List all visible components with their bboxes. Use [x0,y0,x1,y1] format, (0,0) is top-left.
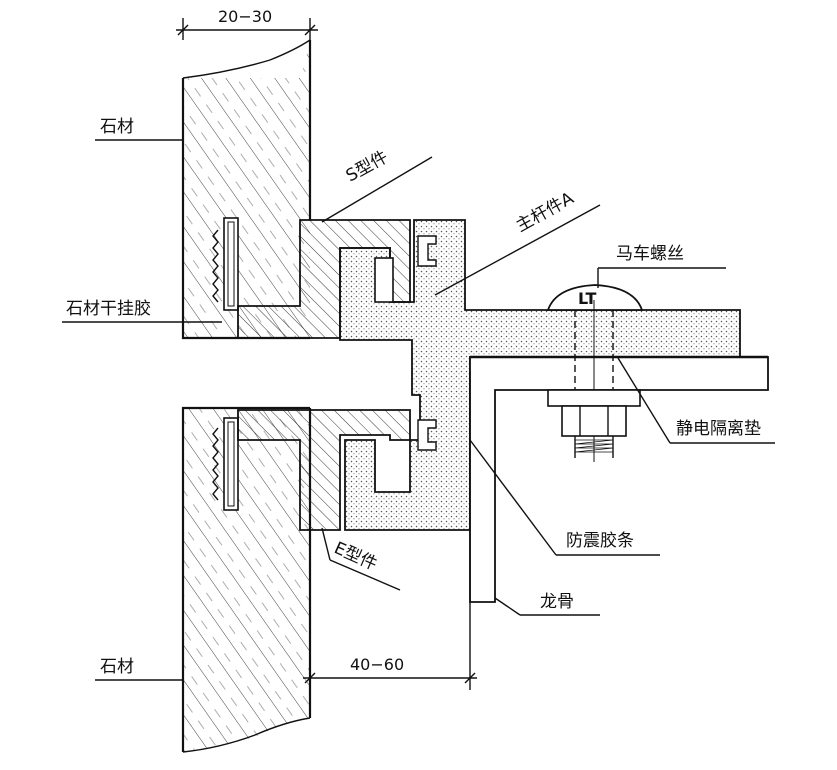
label-e-part: E型件 [321,527,401,591]
dimension-bottom-text: 40−60 [350,655,404,674]
label-keel: 龙骨 [494,592,600,616]
dimension-top-text: 20−30 [218,7,272,26]
label-stone-glue: 石材干挂胶 [62,299,222,323]
label-stone-bottom: 石材 [95,657,183,681]
label-static-pad: 静电隔离垫 [617,357,775,444]
carriage-bolt: LT [546,284,644,462]
stone-slab-top [181,39,312,340]
label-rubber-strip: 防震胶条 [469,439,660,556]
stone-slab-bottom [181,406,312,753]
stone-bottom-text: 石材 [100,657,134,677]
main-member-a [339,219,741,531]
e-type-part [237,409,411,531]
stone-glue-text: 石材干挂胶 [66,299,151,319]
carriage-bolt-text: 马车螺丝 [616,244,684,264]
static-pad-text: 静电隔离垫 [676,419,761,439]
dimension-top: 20−30 [176,7,318,40]
rubber-strip-text: 防震胶条 [566,531,634,551]
label-carriage-bolt: 马车螺丝 [597,244,726,288]
main-part-a-text: 主杆件A [513,188,578,236]
stone-top-text: 石材 [100,117,134,137]
bolt-mark: LT [578,289,597,308]
keel-text: 龙骨 [540,592,574,612]
e-part-text: E型件 [331,538,380,574]
label-s-part: S型件 [321,147,433,223]
dimension-bottom: 40−60 [303,602,477,690]
s-part-text: S型件 [343,147,392,186]
label-stone-top: 石材 [95,117,183,141]
